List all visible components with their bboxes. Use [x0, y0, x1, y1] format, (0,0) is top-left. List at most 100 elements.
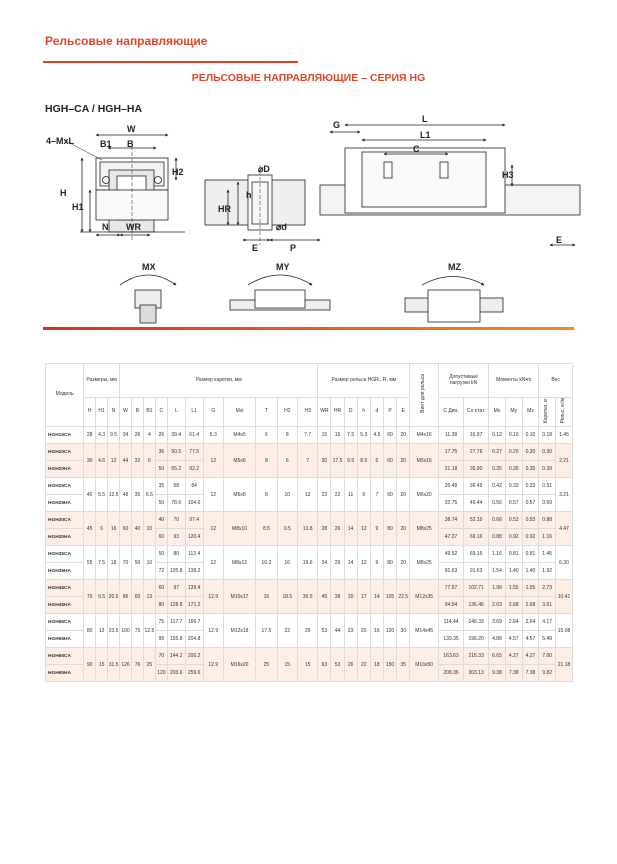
- col-header: h: [356, 396, 371, 428]
- table-cell: 16: [276, 545, 298, 581]
- table-cell: 53: [317, 613, 332, 649]
- col-header: d: [369, 396, 384, 428]
- table-cell: 26: [154, 426, 168, 445]
- table-cell: 18: [107, 545, 121, 581]
- table-cell: M6x20: [409, 477, 439, 513]
- table-cell: M14x45: [409, 613, 439, 649]
- table-cell: 39.4: [166, 426, 186, 445]
- label-h2: H2: [172, 167, 184, 177]
- table-cell: 6: [95, 511, 109, 547]
- table-cell: M8x25: [409, 511, 439, 547]
- table-cell: 1.45: [555, 426, 573, 445]
- table-cell: 0.10: [521, 426, 540, 445]
- group-dimensions: Размеры, мм: [83, 363, 121, 398]
- table-cell: 2.21: [555, 443, 573, 479]
- model-cell: HGH20CA: [44, 443, 85, 462]
- table-cell: 117.7: [166, 613, 186, 632]
- col-header: G: [202, 396, 224, 428]
- col-header: H3: [296, 396, 319, 428]
- table-cell: 2.63: [488, 596, 506, 615]
- table-cell: 144.2: [166, 647, 186, 666]
- table-cell: 30: [83, 443, 97, 479]
- label-b: B: [127, 139, 134, 149]
- table-cell: 35.90: [463, 460, 490, 479]
- technical-drawings: 4–MxL W B B1 H H1 H2 N WR ⌀D ⌀d h HR E P: [46, 114, 581, 324]
- table-cell: 0.10: [504, 426, 523, 445]
- col-header: E: [396, 396, 411, 428]
- table-cell: 9: [369, 511, 384, 547]
- table-cell: 0.20: [504, 443, 523, 462]
- table-cell: 61.4: [184, 426, 204, 445]
- table-cell: 1.98: [488, 579, 506, 598]
- model-cell: HGH65CA: [44, 647, 85, 666]
- table-cell: 196.20: [463, 630, 490, 649]
- model-cell: HGH30HA: [44, 528, 85, 547]
- table-cell: 19.6: [296, 545, 319, 581]
- table-cell: 21.18: [555, 647, 573, 683]
- label-l1: L1: [420, 130, 431, 140]
- label-e2: E: [556, 235, 562, 245]
- table-cell: 7: [296, 443, 319, 479]
- table-cell: 102.71: [463, 579, 490, 598]
- rail-section-drawing: [204, 165, 321, 245]
- table-cell: 20: [343, 579, 358, 615]
- table-cell: 0.20: [521, 443, 540, 462]
- table-cell: 36: [154, 443, 168, 462]
- table-cell: 14: [369, 579, 384, 615]
- table-cell: 80: [382, 545, 398, 581]
- model-cell: HGH35CA: [44, 545, 85, 564]
- group-moments: Моменты kN•m: [488, 363, 540, 398]
- table-cell: 26: [343, 647, 358, 683]
- table-cell: 136.46: [463, 596, 490, 615]
- table-cell: 23: [343, 613, 358, 649]
- front-view-drawing: [63, 133, 185, 240]
- table-cell: 14: [343, 511, 358, 547]
- table-cell: 92.2: [184, 460, 204, 479]
- table-cell: 0.51: [538, 477, 557, 496]
- table-cell: 65.2: [166, 460, 186, 479]
- table-cell: 22.5: [396, 579, 411, 615]
- table-cell: 20: [396, 545, 411, 581]
- table-cell: 0.56: [488, 494, 506, 513]
- model-cell: HGH45HA: [44, 596, 85, 615]
- col-header: N: [107, 396, 121, 428]
- table-cell: 50: [154, 460, 168, 479]
- table-cell: 0.30: [538, 443, 557, 462]
- col-header: H2: [276, 396, 298, 428]
- table-cell: 52.19: [463, 511, 490, 530]
- col-header: H: [83, 396, 97, 428]
- table-cell: 38.74: [437, 511, 465, 530]
- table-cell: 0.33: [504, 477, 523, 496]
- table-cell: M4x16: [409, 426, 439, 445]
- col-header: Mxl: [222, 396, 257, 428]
- table-cell: 1.92: [538, 562, 557, 581]
- table-cell: 2.64: [521, 613, 540, 632]
- col-header: Рельс, кг/м: [555, 396, 573, 428]
- table-cell: 0.35: [488, 460, 506, 479]
- table-cell: M8x10: [222, 511, 257, 547]
- table-cell: M5x16: [409, 443, 439, 479]
- table-cell: 18: [369, 647, 384, 683]
- table-cell: 6.65: [488, 647, 506, 666]
- table-cell: 2.73: [538, 579, 557, 598]
- section-divider: [43, 327, 574, 330]
- table-cell: 0.92: [504, 528, 523, 547]
- table-cell: 12: [202, 477, 224, 513]
- col-header: L1: [184, 396, 204, 428]
- col-header: Mx: [488, 396, 506, 428]
- table-cell: 104.6: [184, 494, 204, 513]
- label-h3: H3: [502, 170, 514, 180]
- table-cell: 22: [330, 477, 345, 513]
- moment-mz-drawing: [404, 276, 504, 323]
- table-cell: 0.42: [488, 477, 506, 496]
- col-header: B: [131, 396, 144, 428]
- group-load: Допустимые нагрузки kN: [437, 363, 490, 398]
- table-cell: 13: [296, 477, 319, 513]
- col-header: H1: [95, 396, 109, 428]
- table-cell: 80: [83, 613, 97, 649]
- model-cell: HGH45CA: [44, 579, 85, 598]
- table-cell: 49.52: [437, 545, 465, 564]
- table-cell: 105: [382, 579, 398, 615]
- table-cell: 12.9: [202, 647, 224, 683]
